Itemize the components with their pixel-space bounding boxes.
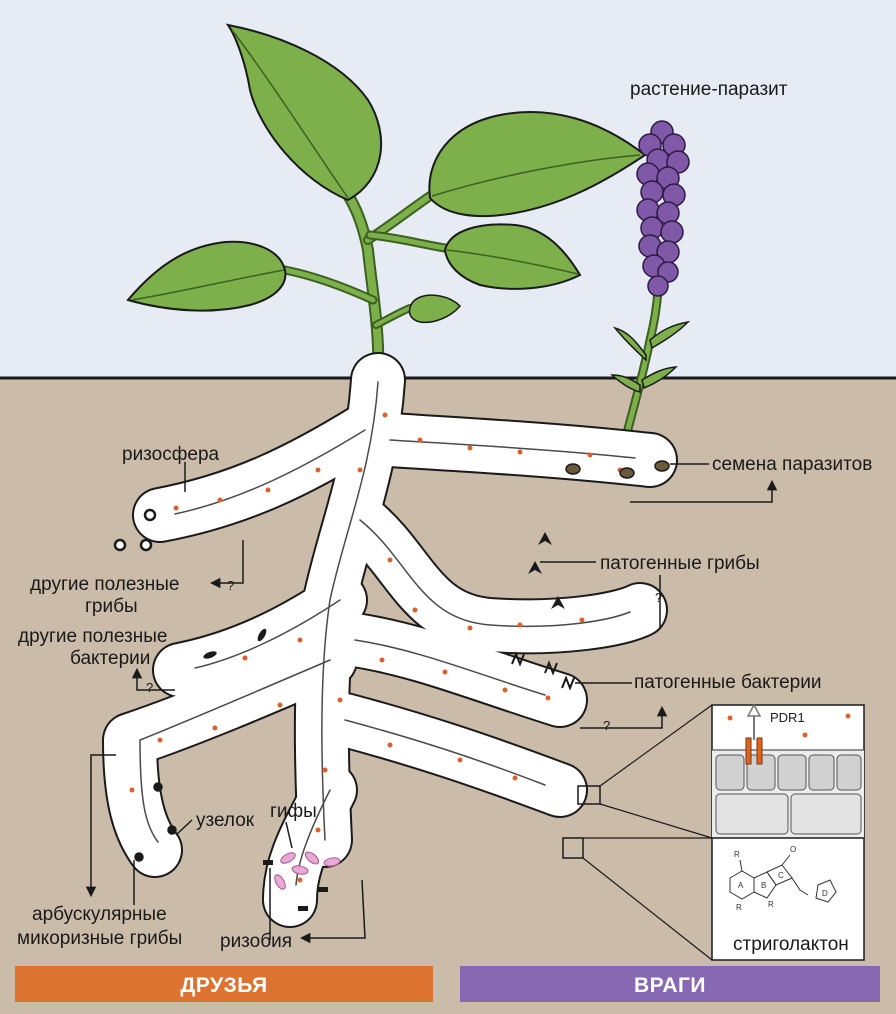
labels: растение-паразит ризосфера семена парази… bbox=[17, 79, 872, 955]
label-rhizosphere: ризосфера bbox=[122, 444, 220, 465]
host-plant bbox=[126, 23, 647, 384]
label-amf-line2: микоризные грибы bbox=[17, 928, 182, 949]
mol-ring-a: A bbox=[738, 881, 744, 890]
parasite-plant bbox=[610, 120, 691, 457]
question-marks: ? ? ? ? bbox=[146, 578, 662, 733]
label-pdr1: PDR1 bbox=[770, 710, 805, 725]
parasite-flower-spike bbox=[636, 120, 690, 297]
label-other-bacteria-line2: бактерии bbox=[70, 648, 150, 669]
leaf-top bbox=[225, 23, 383, 202]
rhizobia-cells bbox=[263, 860, 328, 911]
beneficial-bacteria-cells bbox=[203, 628, 267, 659]
friends-banner-label: ДРУЗЬЯ bbox=[180, 974, 267, 997]
question-mark-pathogenic-fungi: ? bbox=[655, 590, 662, 605]
label-other-fungi-line2: грибы bbox=[85, 596, 138, 617]
label-rhizobia: ризобия bbox=[220, 931, 292, 952]
pathogenic-fungi-spores bbox=[528, 532, 565, 609]
pointer-lines bbox=[85, 462, 778, 944]
zoom-box-pdr1 bbox=[577, 785, 601, 805]
label-parasite-seeds: семена паразитов bbox=[712, 454, 872, 475]
pdr1-transporter bbox=[745, 737, 752, 765]
label-pathogenic-bacteria: патогенные бактерии bbox=[634, 672, 821, 693]
mol-ring-c: C bbox=[778, 871, 784, 880]
label-other-fungi-line1: другие полезные bbox=[30, 574, 179, 595]
enemies-banner: ВРАГИ bbox=[460, 966, 880, 1002]
mol-ring-b: B bbox=[761, 881, 766, 890]
label-hyphae: гифы bbox=[270, 801, 317, 822]
inset-strigolactone bbox=[711, 837, 865, 961]
hyphae-cells bbox=[274, 851, 341, 890]
pathogenic-bacteria-cells bbox=[511, 651, 575, 691]
mol-r3: R bbox=[768, 900, 774, 909]
friends-banner: ДРУЗЬЯ bbox=[15, 966, 433, 1002]
mol-r2: R bbox=[736, 903, 742, 912]
label-strigolactone: стриголактон bbox=[733, 934, 849, 955]
mol-ring-d: D bbox=[822, 889, 828, 898]
label-nodule: узелок bbox=[196, 810, 255, 831]
label-other-bacteria-line1: другие полезные bbox=[18, 626, 167, 647]
root-system bbox=[102, 352, 678, 928]
zoom-box-strigolactone bbox=[562, 837, 584, 859]
molecule-labels: R R R A B C D O bbox=[734, 845, 828, 912]
mol-oxygen: O bbox=[790, 845, 796, 854]
rhizosphere-fungi bbox=[113, 508, 157, 552]
enemies-banner-label: ВРАГИ bbox=[634, 974, 706, 997]
question-mark-bacteria: ? bbox=[146, 680, 153, 695]
question-mark-pathogenic-bacteria: ? bbox=[603, 718, 610, 733]
leaf-right-small bbox=[443, 223, 582, 290]
label-pathogenic-fungi: патогенные грибы bbox=[600, 553, 760, 574]
mol-r1: R bbox=[734, 850, 740, 859]
question-mark-fungi: ? bbox=[227, 578, 234, 593]
label-parasite-plant: растение-паразит bbox=[630, 79, 788, 100]
nodule-marks bbox=[134, 782, 177, 862]
label-amf-line1: арбускулярные bbox=[32, 904, 167, 925]
inset-pdr1 bbox=[711, 703, 865, 839]
leaf-bud bbox=[408, 294, 462, 324]
parasite-seeds bbox=[565, 460, 670, 479]
